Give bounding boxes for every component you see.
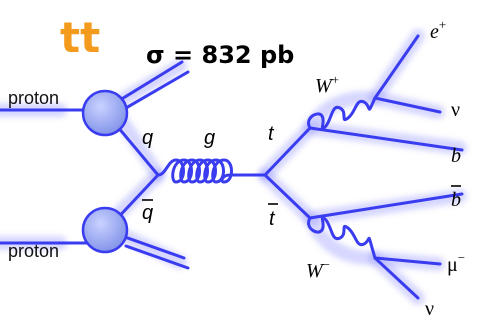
antibottom-label: b — [451, 189, 461, 211]
muon-label: μ− — [447, 250, 465, 276]
positron-label: e+ — [430, 17, 446, 43]
proton-bottom-blob — [81, 206, 129, 254]
process-title: tt — [60, 13, 100, 62]
proton-bottom-label: proton — [8, 241, 59, 261]
antitop-line — [263, 173, 312, 220]
antibottom-quark-line — [308, 192, 464, 220]
neutrino-top-line — [373, 96, 442, 114]
antiquark-label-group: q — [142, 199, 153, 224]
spectator-bottom — [120, 234, 190, 270]
bottom-label: b — [451, 145, 461, 167]
muon-line — [373, 256, 442, 266]
quark-label: q — [142, 127, 153, 149]
proton-top-blob — [81, 89, 129, 137]
top-line — [263, 126, 312, 177]
antibottom-label-group: b — [451, 185, 461, 211]
antitop-label: t — [269, 208, 276, 230]
bottom-quark-line — [308, 126, 464, 152]
antitop-label-group: t — [268, 203, 278, 230]
antiquark-label: q — [142, 202, 153, 224]
w-minus-label: W− — [306, 257, 330, 282]
positron-line — [373, 34, 420, 100]
cross-section: σ = 832 pb — [146, 41, 294, 69]
neutrino-bottom-label: ν — [425, 298, 434, 320]
w-plus-label: W+ — [315, 72, 339, 97]
gluon-label: g — [204, 127, 215, 149]
proton-top-label: proton — [8, 88, 59, 108]
w-plus-wavy — [307, 96, 377, 131]
neutrino-top-label: ν — [451, 99, 460, 121]
w-minus-wavy — [307, 215, 377, 260]
gluon-coil — [156, 158, 267, 184]
spectator-top — [118, 60, 190, 110]
top-label: t — [268, 123, 275, 145]
neutrino-bottom-line — [373, 256, 420, 300]
